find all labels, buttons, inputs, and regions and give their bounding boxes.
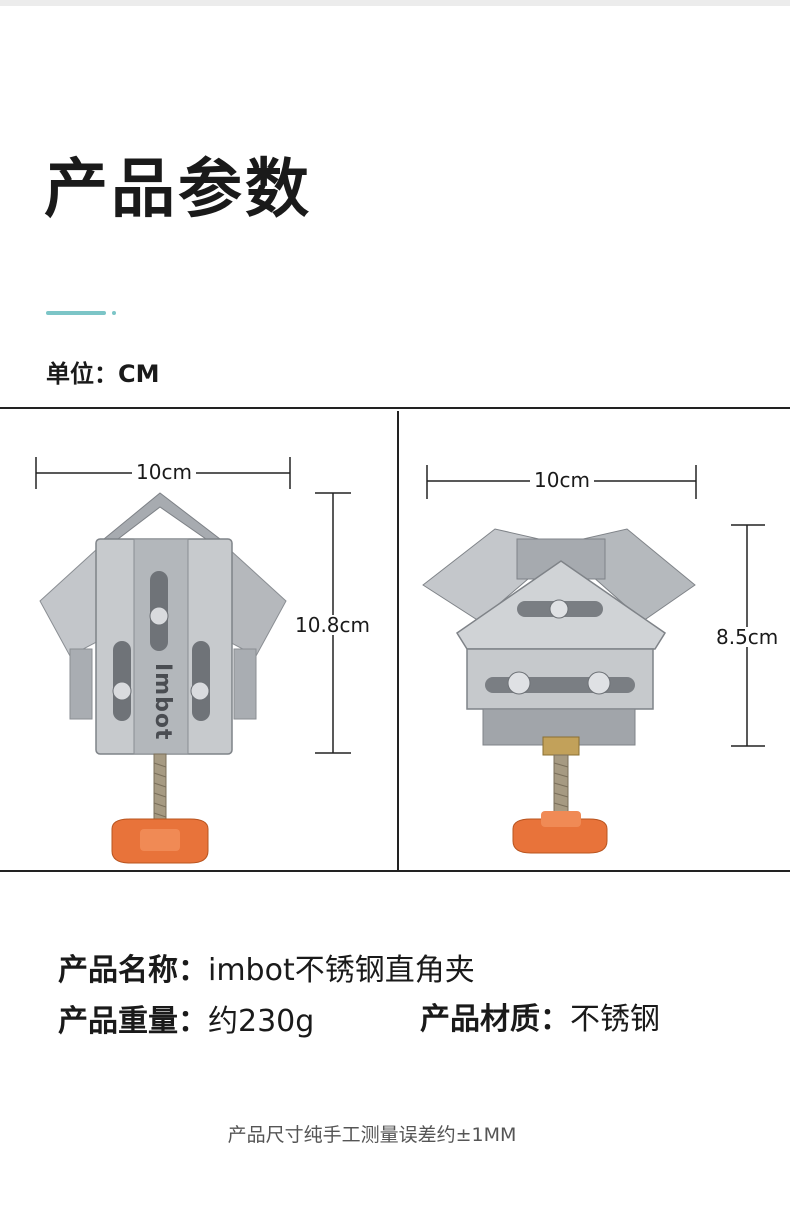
front-height-label: 10.8cm	[291, 615, 375, 635]
divider-vertical	[397, 411, 399, 872]
accent-bar	[46, 311, 106, 315]
top-strip	[0, 0, 790, 6]
page-title: 产品参数	[44, 153, 312, 227]
spec-material-value: 不锈钢	[570, 1002, 660, 1037]
spec-name-label: 产品名称：	[58, 953, 208, 988]
rear-height-label: 8.5cm	[712, 627, 783, 647]
spec-name-value: imbot不锈钢直角夹	[208, 953, 475, 988]
rear-view-panel: 10cm 8.5cm	[399, 411, 790, 872]
measurement-footnote: 产品尺寸纯手工测量误差约±1MM	[227, 1124, 517, 1146]
spec-product-weight: 产品重量：约230g	[58, 1007, 314, 1037]
accent-dot	[112, 311, 116, 315]
spec-product-name: 产品名称：imbot不锈钢直角夹	[58, 956, 475, 986]
divider-top	[0, 407, 790, 409]
spec-material-label: 产品材质：	[420, 1002, 570, 1037]
rear-width-label: 10cm	[530, 470, 594, 490]
spec-product-material: 产品材质：不锈钢	[420, 1005, 660, 1035]
spec-weight-value: 约230g	[208, 1004, 315, 1039]
front-view-panel: 10cm 10.8cm Imbot	[0, 411, 395, 872]
front-view-clamp-drawing	[35, 457, 351, 864]
brand-logo: Imbot	[150, 663, 175, 741]
unit-label: 单位：CM	[46, 360, 160, 388]
rear-view-clamp-drawing	[422, 465, 765, 854]
divider-bottom	[0, 870, 790, 872]
front-width-label: 10cm	[132, 462, 196, 482]
spec-weight-label: 产品重量：	[58, 1004, 208, 1039]
